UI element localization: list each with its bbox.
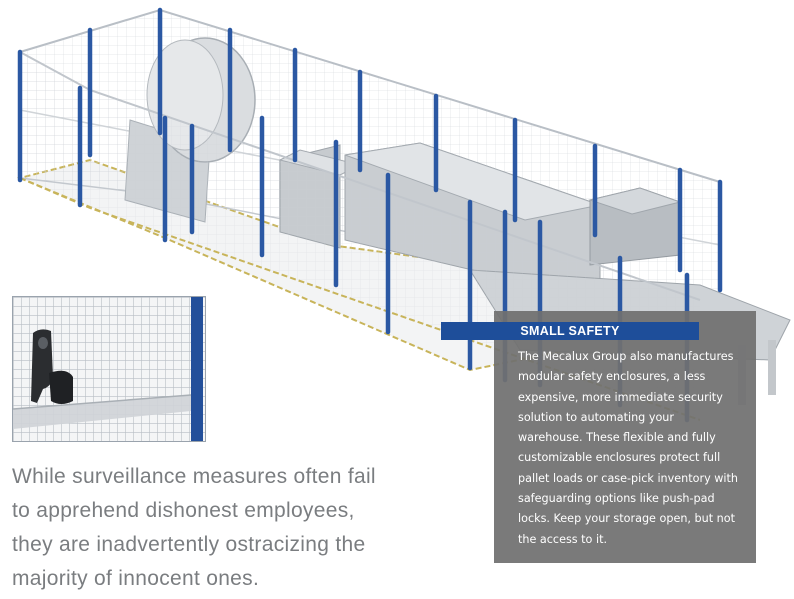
lock-detail-inset bbox=[12, 296, 206, 442]
push-pad-lock-icon bbox=[13, 297, 205, 441]
sidebar-title: SMALL SAFETY bbox=[441, 322, 699, 340]
pull-quote: While surveillance measures often fail t… bbox=[12, 465, 376, 590]
sidebar-body-text: The Mecalux Group also manufactures modu… bbox=[518, 350, 738, 546]
sidebar-box bbox=[494, 311, 756, 563]
